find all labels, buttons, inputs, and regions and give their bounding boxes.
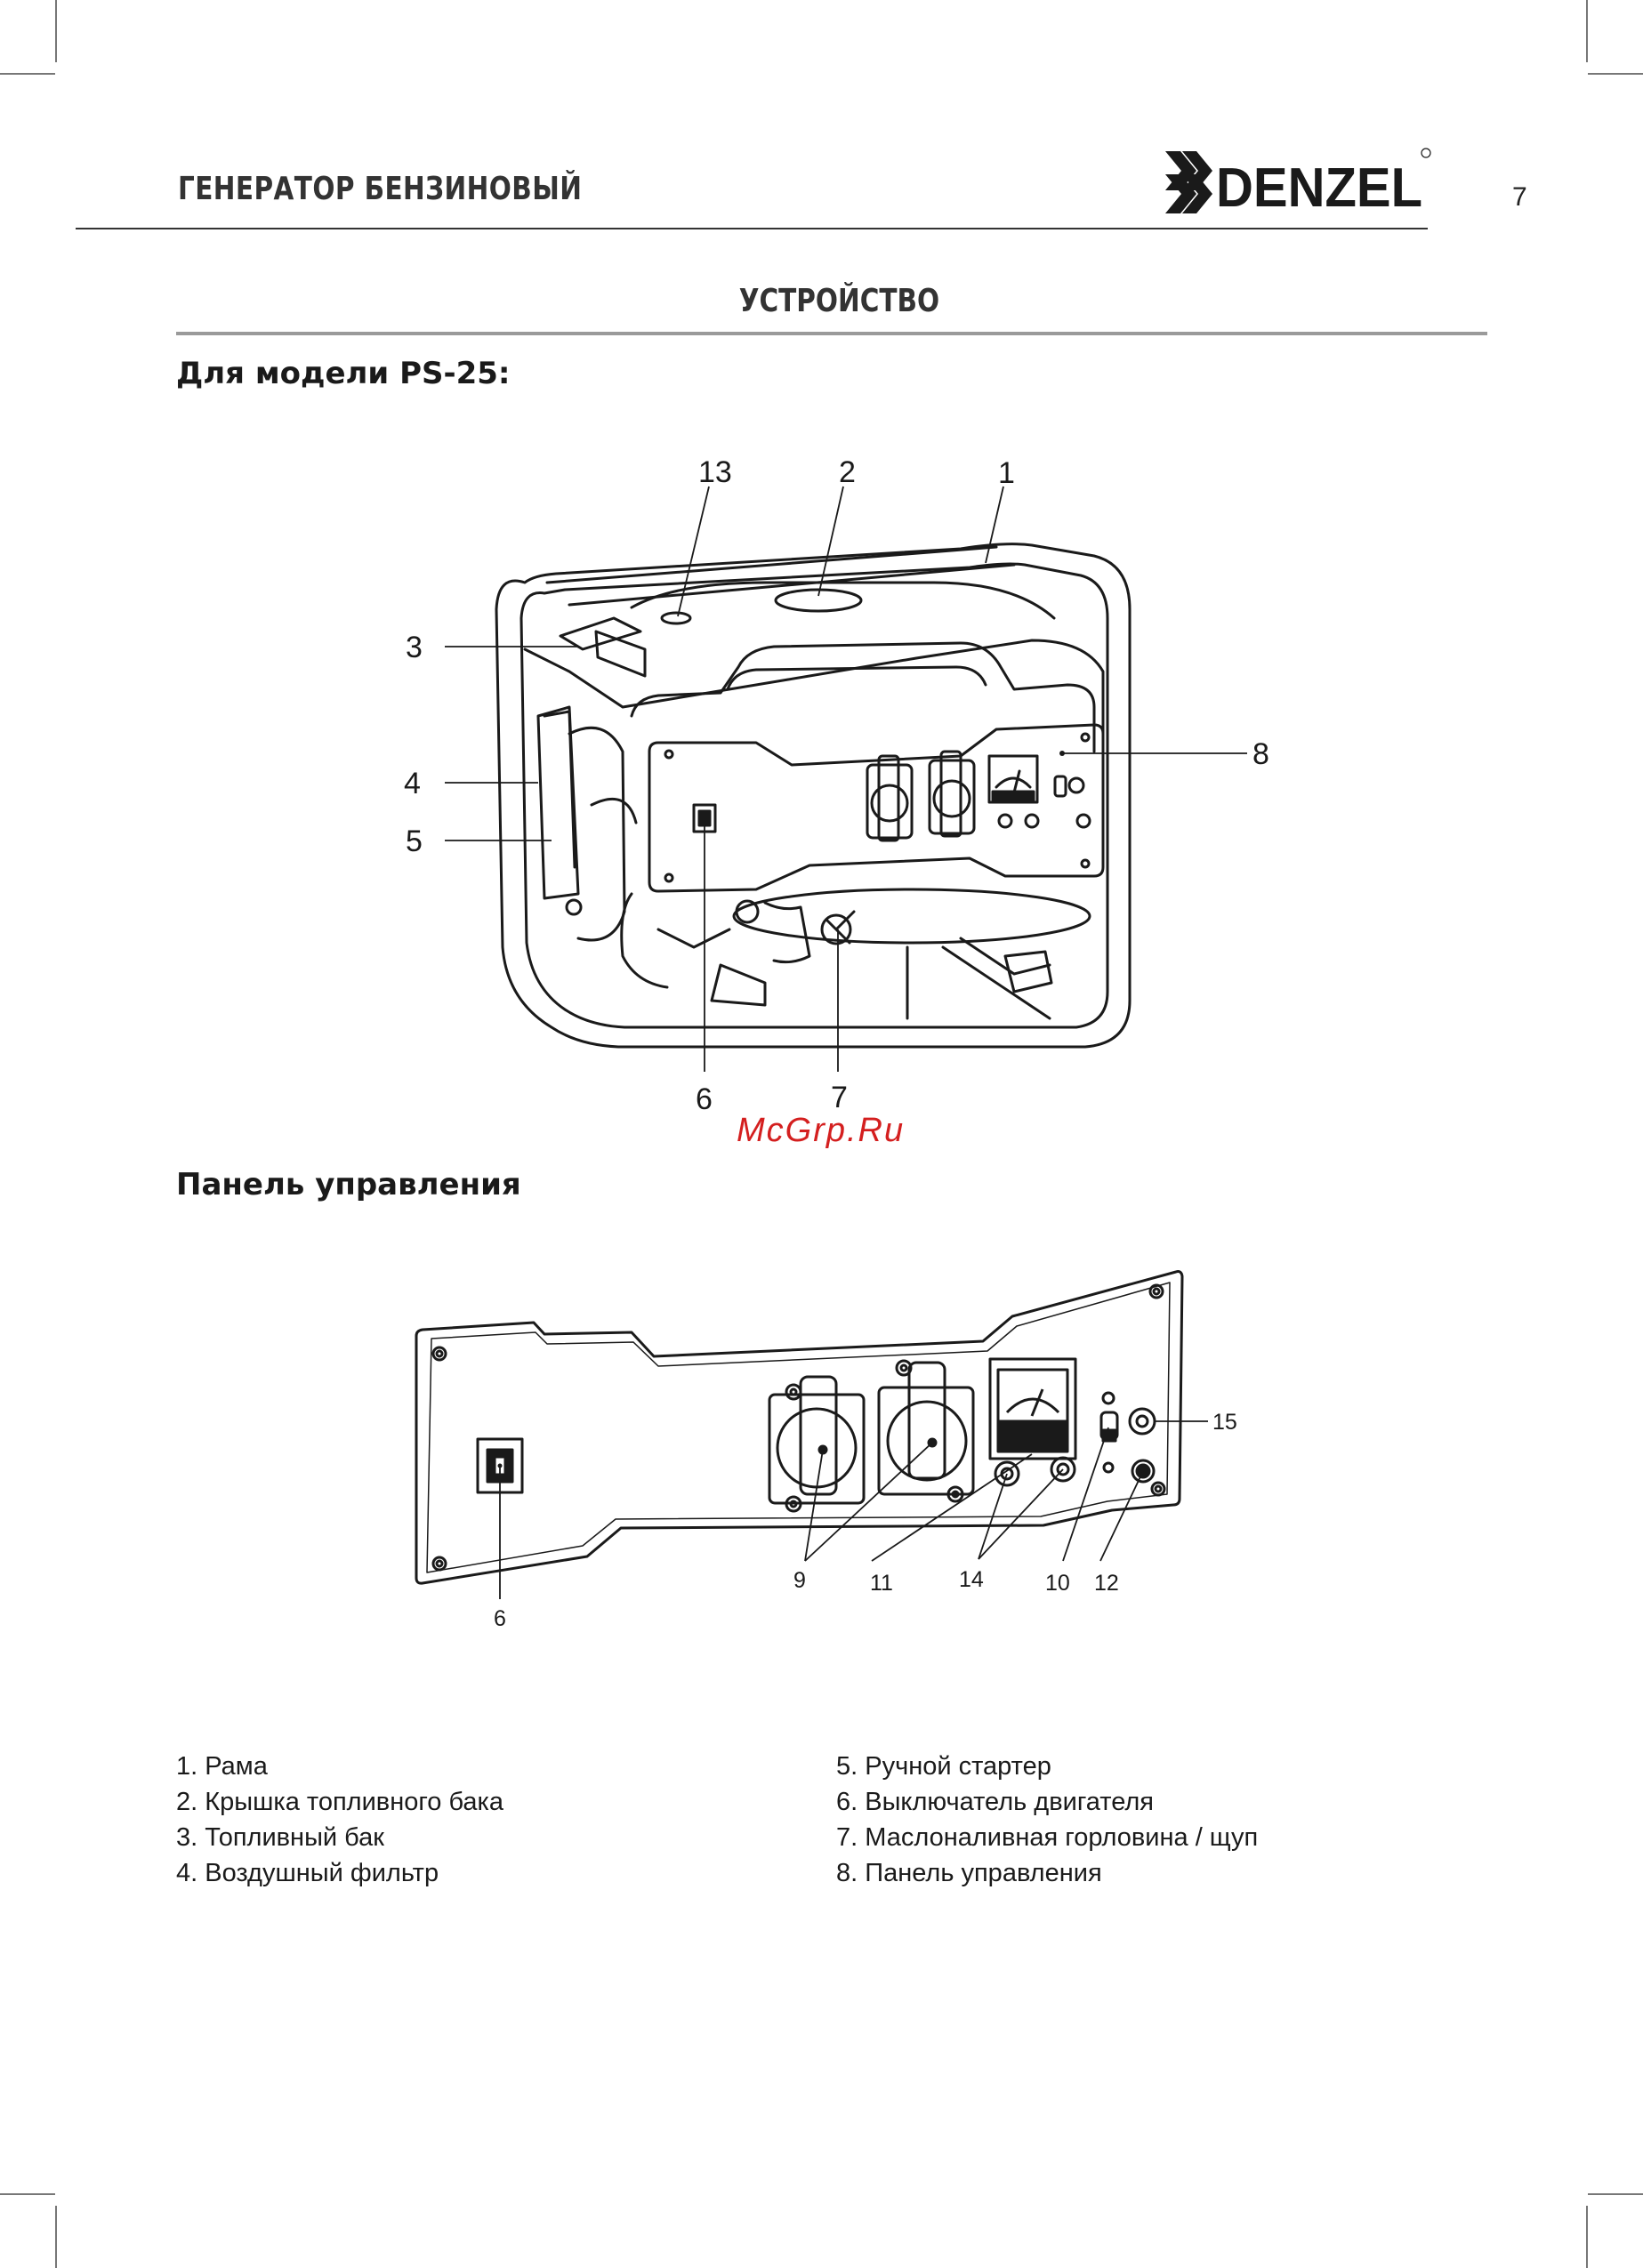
crop-mark [1588, 73, 1643, 75]
legend-item: 2. Крышка топливного бака [176, 1784, 503, 1820]
crop-mark [0, 73, 55, 75]
section-divider [176, 332, 1487, 335]
denzel-logo: DENZEL [1161, 142, 1432, 222]
crop-mark [1586, 0, 1588, 62]
legend-item: 4. Воздушный фильтр [176, 1855, 503, 1891]
section-title: УСТРОЙСТВО [0, 283, 1643, 319]
callout-label: 14 [959, 1567, 984, 1592]
callout-label: 7 [831, 1081, 848, 1114]
legend-left: 1. Рама 2. Крышка топливного бака 3. Топ… [176, 1749, 503, 1891]
document-title: ГЕНЕРАТОР БЕНЗИНОВЫЙ [178, 171, 582, 207]
denzel-logo-icon: DENZEL [1161, 142, 1432, 222]
callout-label: 15 [1212, 1410, 1237, 1435]
header-divider [76, 228, 1428, 229]
brand-text: DENZEL [1216, 157, 1422, 219]
crop-mark [1588, 2193, 1643, 2195]
callout-label: 11 [870, 1571, 893, 1596]
callout-label: 10 [1045, 1571, 1070, 1596]
generator-diagram: 13 2 1 3 4 5 8 6 7 [391, 449, 1281, 1125]
panel-heading: Панель управления [176, 1167, 521, 1202]
legend-item: 7. Маслоналивная горловина / щуп [836, 1820, 1258, 1855]
callout-label: 2 [839, 455, 856, 489]
page-number: 7 [1512, 182, 1527, 213]
callout-label: 8 [1252, 737, 1269, 771]
callout-label: 5 [406, 824, 423, 858]
callout-label: 9 [793, 1568, 806, 1593]
callout-label: 6 [696, 1082, 713, 1116]
legend-item: 8. Панель управления [836, 1855, 1258, 1891]
legend-item: 1. Рама [176, 1749, 503, 1784]
callout-label: 3 [406, 631, 423, 664]
crop-mark [55, 2206, 57, 2268]
legend-right: 5. Ручной стартер 6. Выключатель двигате… [836, 1749, 1258, 1891]
crop-mark [1586, 2206, 1588, 2268]
crop-mark [0, 2193, 55, 2195]
callout-label: 13 [698, 455, 732, 489]
model-heading: Для модели PS-25: [176, 356, 511, 391]
callout-label: 12 [1094, 1571, 1119, 1596]
legend-item: 3. Топливный бак [176, 1820, 503, 1855]
watermark: McGrp.Ru [737, 1112, 905, 1150]
crop-mark [55, 0, 57, 62]
legend-item: 5. Ручной стартер [836, 1749, 1258, 1784]
callout-label: 4 [404, 767, 421, 800]
callout-label: 1 [998, 456, 1015, 490]
control-panel-diagram: 15 9 11 14 10 12 6 [409, 1263, 1299, 1637]
legend-item: 6. Выключатель двигателя [836, 1784, 1258, 1820]
callout-label: 6 [494, 1606, 506, 1631]
